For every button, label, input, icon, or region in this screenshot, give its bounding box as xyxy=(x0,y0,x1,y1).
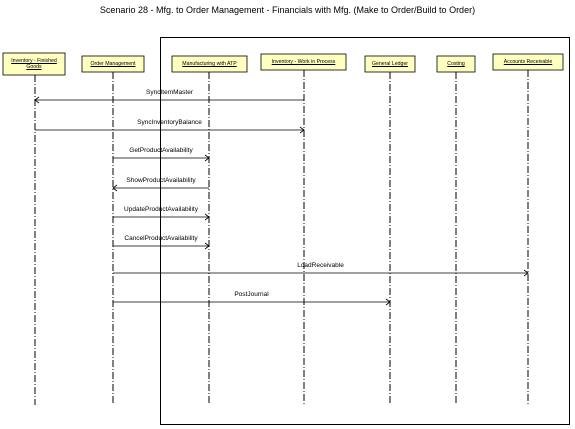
diagram-title: Scenario 28 - Mfg. to Order Management -… xyxy=(99,5,476,15)
message-label-updateproductavailability: UpdateProductAvailability xyxy=(124,206,198,213)
participant-box-inventory-finished-goods[interactable] xyxy=(2,52,66,76)
message-arrow-postjournal xyxy=(113,298,391,306)
message-arrow-getproductavailability xyxy=(113,154,210,162)
system-boundary-frame xyxy=(160,37,570,425)
participant-box-accounts-receivable[interactable] xyxy=(492,53,564,71)
participant-label-inventory-finished-goods: Inventory - Finished Goods xyxy=(11,58,57,70)
message-label-loadreceivable: LoadReceivable xyxy=(297,262,344,269)
message-label-getproductavailability: GetProductAvailability xyxy=(129,147,193,154)
message-label-cancelproductavailability: CancelProductAvailability xyxy=(124,235,198,242)
participant-label-inventory-work-in-process: Inventory - Work in Process xyxy=(271,59,336,65)
message-label-syncitemmaster: SyncItemMaster xyxy=(146,89,193,96)
message-arrow-syncitemmaster xyxy=(34,96,304,104)
message-label-syncinventorybalance: SyncInventoryBalance xyxy=(137,119,202,126)
participant-box-order-management[interactable] xyxy=(81,55,145,73)
participant-box-costing[interactable] xyxy=(436,55,476,73)
message-label-postjournal: PostJournal xyxy=(234,291,269,298)
participant-label-costing: Costing xyxy=(447,61,465,67)
participant-label-general-ledger: General Ledger xyxy=(371,61,409,67)
message-arrow-updateproductavailability xyxy=(113,213,210,221)
participant-label-manufacturing-with-atp: Manufacturing with ATP xyxy=(182,61,237,67)
message-arrow-cancelproductavailability xyxy=(113,242,210,250)
participant-label-accounts-receivable: Accounts Receivable xyxy=(503,59,553,65)
message-label-showproductavailability: ShowProductAvailability xyxy=(126,177,196,184)
message-arrow-syncinventorybalance xyxy=(35,126,305,134)
participant-box-general-ledger[interactable] xyxy=(364,55,416,73)
participant-label-order-management: Order Management xyxy=(90,61,136,67)
participant-box-inventory-work-in-process[interactable] xyxy=(260,53,347,71)
message-arrow-showproductavailability xyxy=(112,184,209,192)
participant-box-manufacturing-with-atp[interactable] xyxy=(171,55,248,73)
message-arrow-loadreceivable xyxy=(113,269,529,277)
